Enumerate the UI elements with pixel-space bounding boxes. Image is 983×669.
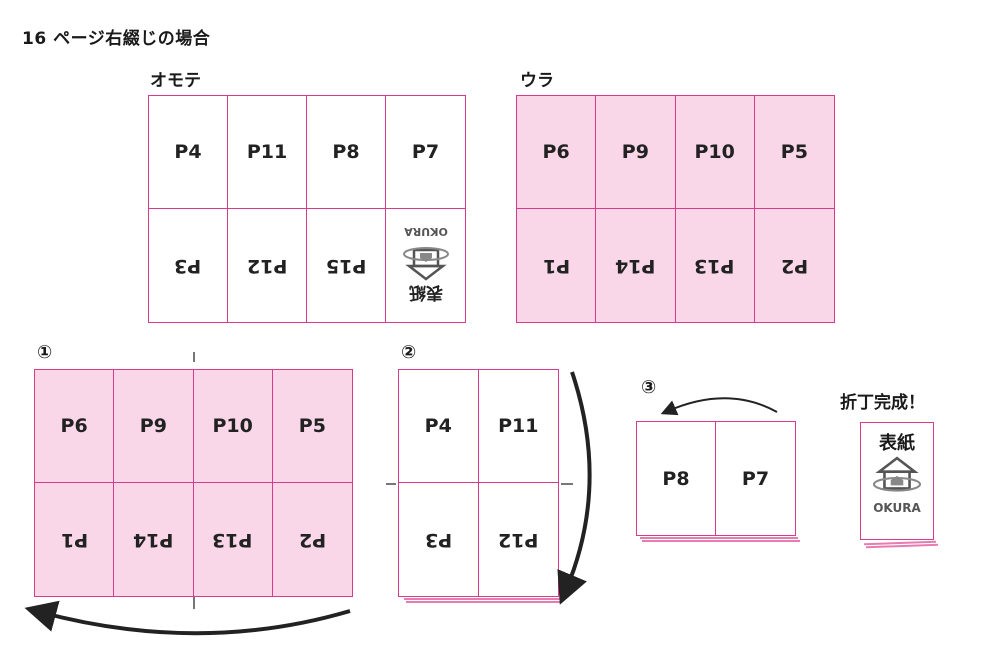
omote-page-cell: P12: [228, 209, 307, 322]
stacked-sheet-edge: [642, 540, 800, 542]
step-1-marker: ①: [37, 342, 53, 363]
step2-page-cell: P11: [478, 370, 558, 483]
ura-page-cell: P6: [517, 96, 597, 209]
ura-page-cell: P2: [754, 209, 834, 322]
step3-page-cell: P8: [637, 422, 716, 535]
omote-page-cell: P3: [149, 209, 228, 322]
step2-page-cell: P4: [399, 370, 479, 483]
arrow-step2: [557, 371, 592, 605]
fold-guide-line: [386, 483, 396, 485]
cover-logo-text: OKURA: [873, 501, 921, 515]
fold-guide-line: [561, 483, 573, 485]
step2-page-cell: P12: [478, 483, 558, 596]
step1-page-cell: P5: [272, 370, 352, 483]
fold-guide-line: [193, 597, 195, 609]
omote-cover-cell: 表紙 OKURA: [386, 209, 465, 322]
step1-page-cell: P13: [193, 483, 273, 596]
omote-label: オモテ: [150, 71, 201, 91]
ura-sheet: P6 P9 P10 P5 P1 P14 P13 P2: [516, 95, 835, 323]
step1-page-cell: P1: [35, 483, 115, 596]
step1-page-cell: P6: [35, 370, 115, 483]
ura-page-cell: P5: [754, 96, 834, 209]
step2-sheet: P4 P11 P3 P12: [398, 369, 559, 597]
final-booklet-cover: 表紙 OKURA: [860, 422, 934, 540]
step1-page-cell: P14: [114, 483, 194, 596]
omote-page-cell: P8: [307, 96, 386, 209]
step-2-marker: ②: [401, 342, 417, 363]
okura-logo-icon: [872, 456, 922, 492]
step3-page-cell: P7: [716, 422, 795, 535]
omote-page-cell: P11: [228, 96, 307, 209]
arrow-step1: [24, 600, 351, 636]
ura-page-cell: P1: [517, 209, 597, 322]
okura-logo-icon: [402, 246, 449, 281]
step2-page-cell: P3: [399, 483, 479, 596]
cover-upside-down: 表紙 OKURA: [401, 225, 451, 307]
arrow-step3: [660, 397, 778, 416]
omote-page-cell: P4: [149, 96, 228, 209]
ura-page-cell: P14: [596, 209, 676, 322]
omote-page-cell: P7: [386, 96, 465, 209]
stacked-sheet-edge: [404, 598, 560, 600]
fold-guide-line: [193, 352, 195, 362]
step1-page-cell: P9: [114, 370, 194, 483]
step1-page-cell: P2: [272, 483, 352, 596]
stacked-sheet-edge: [640, 537, 798, 539]
step1-sheet: P6 P9 P10 P5 P1 P14 P13 P2: [34, 369, 353, 597]
complete-label: 折丁完成！: [840, 393, 925, 413]
ura-page-cell: P10: [675, 96, 755, 209]
cover-title: 表紙: [879, 433, 915, 454]
omote-page-cell: P15: [307, 209, 386, 322]
omote-sheet: P4 P11 P8 P7 P3 P12 P15 表紙 OKURA: [148, 95, 466, 323]
step-3-marker: ③: [641, 377, 657, 398]
ura-page-cell: P9: [596, 96, 676, 209]
step3-sheet: P8 P7: [636, 421, 796, 536]
ura-label: ウラ: [520, 71, 554, 91]
stacked-sheet-edge: [406, 601, 562, 603]
page-title: 16 ページ右綴じの場合: [22, 29, 211, 49]
ura-page-cell: P13: [675, 209, 755, 322]
step1-page-cell: P10: [193, 370, 273, 483]
